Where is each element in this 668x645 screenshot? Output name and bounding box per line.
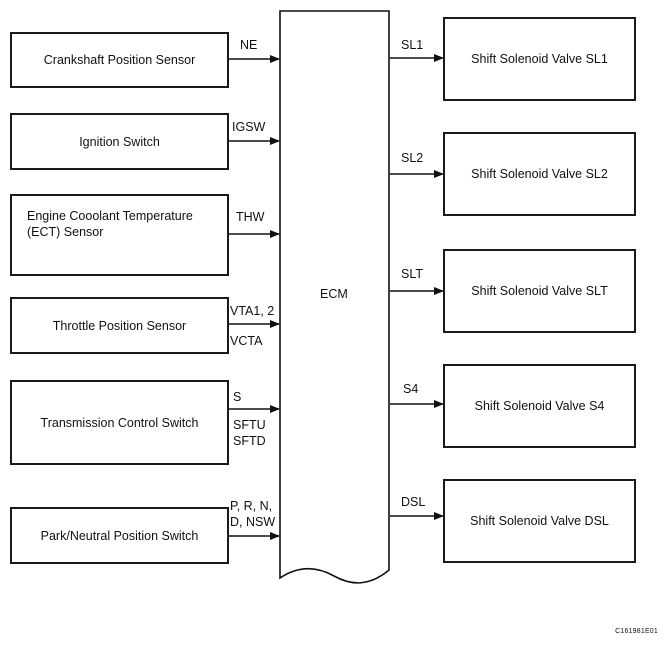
input-box-park-neutral: Park/Neutral Position Switch	[10, 507, 229, 564]
ecm-label: ECM	[320, 287, 348, 301]
input-label-crankshaft: Crankshaft Position Sensor	[43, 53, 196, 67]
output-label-sl2: Shift Solenoid Valve SL2	[471, 167, 608, 181]
signal-s: S	[233, 390, 242, 404]
output-box-sl2: Shift Solenoid Valve SL2	[443, 132, 636, 216]
signal-prn: P, R, N,	[230, 499, 273, 513]
output-label-slt: Shift Solenoid Valve SLT	[471, 284, 608, 298]
output-box-s4: Shift Solenoid Valve S4	[443, 364, 636, 448]
signal-s4: S4	[403, 382, 419, 396]
input-box-crankshaft: Crankshaft Position Sensor	[10, 32, 229, 88]
signal-vcta: VCTA	[230, 334, 263, 348]
signal-dsl: DSL	[401, 495, 426, 509]
signal-sftd: SFTD	[233, 434, 266, 448]
signal-dnsw: D, NSW	[230, 515, 276, 529]
signal-ne: NE	[240, 38, 258, 52]
ecm-outline	[279, 10, 390, 584]
output-box-sl1: Shift Solenoid Valve SL1	[443, 17, 636, 101]
signal-sl1: SL1	[401, 38, 424, 52]
input-label-ignition: Ignition Switch	[79, 134, 160, 149]
figure-code: C161981E01	[615, 628, 658, 635]
output-label-sl1: Shift Solenoid Valve SL1	[471, 52, 608, 66]
input-label-park-neutral: Park/Neutral Position Switch	[40, 528, 199, 543]
output-label-dsl: Shift Solenoid Valve DSL	[470, 514, 609, 528]
output-label-s4: Shift Solenoid Valve S4	[474, 399, 605, 413]
input-label-ect: Engine Cooolant Temperature (ECT) Sensor	[27, 209, 193, 239]
signal-slt: SLT	[401, 267, 423, 281]
input-box-ignition: Ignition Switch	[10, 113, 229, 170]
input-box-throttle: Throttle Position Sensor	[10, 297, 229, 354]
signal-sftu: SFTU	[233, 418, 266, 432]
output-box-dsl: Shift Solenoid Valve DSL	[443, 479, 636, 563]
input-label-transmission: Transmission Control Switch	[40, 415, 199, 430]
output-box-slt: Shift Solenoid Valve SLT	[443, 249, 636, 333]
input-label-throttle: Throttle Position Sensor	[52, 318, 187, 333]
input-box-transmission: Transmission Control Switch	[10, 380, 229, 465]
signal-thw: THW	[236, 210, 265, 224]
signal-igsw: IGSW	[232, 120, 266, 134]
input-box-ect: Engine Cooolant Temperature (ECT) Sensor	[10, 194, 229, 276]
signal-sl2: SL2	[401, 151, 424, 165]
signal-vta: VTA1, 2	[230, 304, 275, 318]
